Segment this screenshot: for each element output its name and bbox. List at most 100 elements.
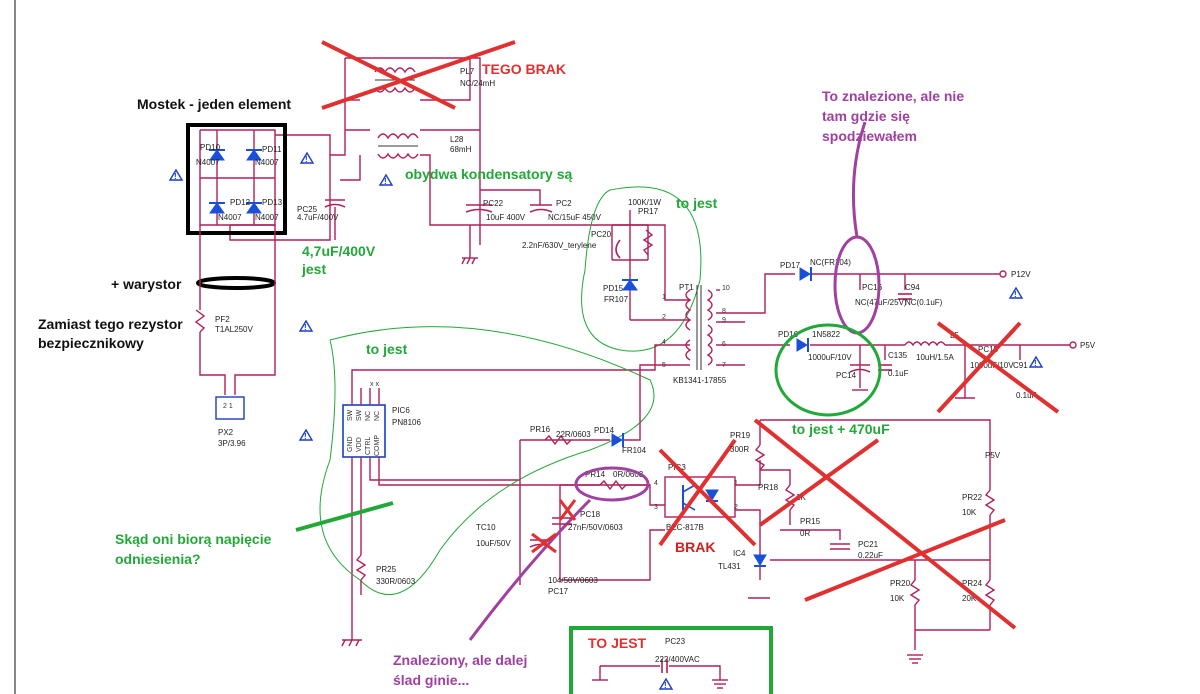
pr19-value: 300R	[730, 445, 749, 454]
net-p5v: P5V	[1080, 341, 1096, 350]
pd11-ref: PD11	[262, 145, 282, 154]
pl7-value: NC/24mH	[460, 79, 495, 88]
pd16-ref: PD16	[778, 330, 799, 339]
resistor-pr25: PR25 330R/0603	[341, 480, 416, 647]
warning-icon: !	[658, 677, 674, 690]
annotation-znalezione-3: spodziewałem	[822, 128, 917, 144]
c135-value: 0.1uF	[888, 369, 909, 378]
pc17-value: 104/50V/0603	[548, 576, 598, 585]
pt1-ref: PT1	[679, 283, 694, 292]
pic3-pin-2: 2	[734, 504, 738, 511]
pr16-value: 22R/0603	[556, 430, 591, 439]
annotation-skad-1: Skąd oni biorą napięcie	[115, 531, 272, 547]
net-p12v: P12V	[1011, 270, 1031, 279]
annotation-c47: 4,7uF/400V	[302, 243, 376, 259]
warning-icon: !	[299, 151, 315, 164]
pr15-ref: PR15	[800, 517, 821, 526]
pt1-value: KB1341-17855	[673, 376, 727, 385]
pt1-pin-2: 2	[662, 314, 666, 321]
pic3-value: BEC-817B	[666, 523, 704, 532]
svg-text:!: !	[384, 177, 387, 186]
pd15-ref: PD15	[603, 284, 624, 293]
pr25-ref: PR25	[376, 565, 397, 574]
svg-text:x x: x x	[370, 381, 379, 388]
pr20-value: 10K	[890, 594, 905, 603]
pic3-pin-4: 4	[654, 480, 658, 487]
pic6-pin-comp: COMP	[374, 435, 381, 456]
purple-pointer-pc16	[851, 121, 867, 238]
pd12-ref: PD12	[230, 198, 251, 207]
pic3-pin-1: 1	[734, 480, 738, 487]
snubber: 100K/1W PR17 PC20 2.2nF/630V_terylene PD…	[522, 198, 665, 321]
pc20-value: 2.2nF/630V_terylene	[522, 241, 597, 250]
pc16-ref: PC16	[862, 283, 883, 292]
pic6-pin-sw-2: SW	[356, 409, 363, 421]
annotation-skad-2: odniesienia?	[115, 551, 201, 567]
pr17-ref: PR17	[638, 207, 659, 216]
purple-ellipse-pr14	[574, 466, 650, 502]
output-12v: PD17 NC(FR104) PC16 NC(47uF/25V) C94 NC(…	[745, 258, 1031, 314]
net-p5v-top: P5V	[985, 451, 1001, 460]
green-outline-snubber	[581, 186, 702, 352]
annotation-to-jest-470: to jest + 470uF	[792, 421, 890, 437]
warning-icon: !	[1028, 355, 1044, 368]
pc18-value: 27nF/50V/0603	[568, 523, 623, 532]
pd13-value: N4007	[255, 213, 279, 222]
annotation-to-jest-box: TO JEST	[588, 635, 647, 651]
warning-icon: !	[378, 173, 394, 186]
capacitor-tc10: TC10 10uF/50V	[476, 523, 551, 548]
pic6-pin-vdd: VDD	[356, 437, 363, 452]
annotation-zamiast-2: bezpiecznikowy	[38, 335, 144, 351]
pic6-ref: PIC6	[392, 406, 410, 415]
capacitor-pc17: 104/50V/0603 PC17	[548, 576, 598, 596]
pr19-ref: PR19	[730, 431, 751, 440]
pc18-ref: PC18	[580, 510, 601, 519]
pt1-pin-9: 9	[722, 317, 726, 324]
pd13-ref: PD13	[262, 198, 283, 207]
choke-l28: L28 68mH	[377, 133, 472, 159]
capacitor-pc23: PC23 222/400VAC	[592, 637, 728, 689]
pr22-ref: PR22	[962, 493, 983, 502]
pr14-ref: PR14	[585, 470, 606, 479]
output-5v: PD16 1N5822 1000uF/10V PC14 C135 0.1uF 1…	[745, 330, 1096, 400]
annotation-znalezione-1: To znalezione, ale nie	[822, 88, 964, 104]
pc17-ref: PC17	[548, 587, 569, 596]
annotation-warystor: + warystor	[111, 276, 182, 292]
pc23-ref: PC23	[665, 637, 686, 646]
pt1-pin-4: 4	[662, 339, 666, 346]
red-cross-tc10	[531, 532, 557, 554]
px2-ref: PX2	[218, 428, 234, 437]
capacitor-pc25: PC25 4.7uF/400V	[297, 199, 346, 240]
pic6-value: PN8106	[392, 418, 421, 427]
pic6-pin-nc-2: NC	[374, 411, 381, 421]
pr22-value: 10K	[962, 508, 977, 517]
red-cross-pl7	[321, 40, 516, 110]
pd11-value: N4007	[255, 158, 279, 167]
red-cross-pc15	[936, 321, 1060, 414]
annotation-znalezione-2: tam gdzie się	[822, 108, 910, 124]
svg-text:!: !	[304, 432, 307, 441]
pc20-ref: PC20	[591, 230, 612, 239]
pr16-ref: PR16	[530, 425, 551, 434]
px2-value: 3P/3.96	[218, 439, 246, 448]
warning-icon: !	[298, 428, 314, 441]
svg-text:!: !	[305, 155, 308, 164]
pr17-value: 100K/1W	[628, 198, 661, 207]
pc16-value: NC(47uF/25V)	[855, 298, 907, 307]
pic6-pin-ctrl: CTRL	[365, 437, 372, 455]
red-cross-pc18	[558, 499, 577, 521]
pd14-value: FR104	[622, 446, 647, 455]
feedback-path: PR14 0R/0603	[559, 470, 665, 581]
pt1-pin-10: 10	[722, 285, 730, 292]
annotation-mostek: Mostek - jeden element	[137, 96, 291, 112]
green-ellipse-pc14	[774, 323, 882, 417]
l5-value: 10uH/1.5A	[916, 353, 954, 362]
pic4-ref: IC4	[733, 549, 746, 558]
pc22-ref: PC22	[483, 199, 504, 208]
connector-px2: 2 1 PX2 3P/3.96	[215, 396, 246, 448]
purple-pointer-pr14	[468, 498, 592, 641]
pd14-ref: PD14	[594, 426, 615, 435]
c135-ref: C135	[888, 351, 908, 360]
pc14-ref: PC14	[836, 371, 857, 380]
